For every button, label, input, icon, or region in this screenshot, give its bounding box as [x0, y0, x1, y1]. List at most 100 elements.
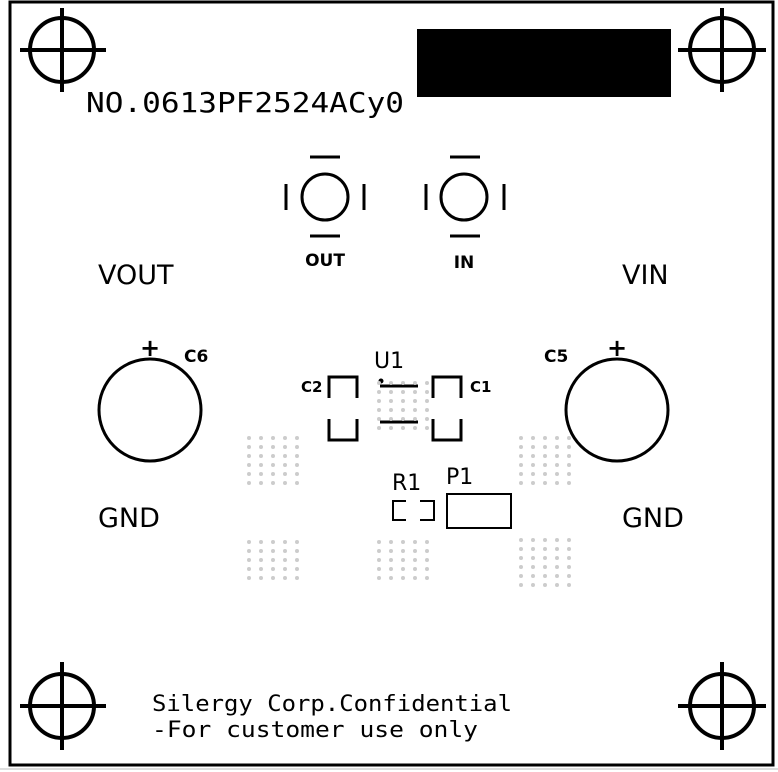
- via: [271, 558, 275, 562]
- via: [425, 549, 429, 553]
- capacitor-c5: [564, 357, 670, 463]
- via: [247, 463, 251, 467]
- via: [271, 436, 275, 440]
- footer-line-2: -For customer use only: [152, 718, 478, 743]
- via: [259, 463, 263, 467]
- via: [377, 417, 381, 421]
- via: [543, 565, 547, 569]
- via: [283, 436, 287, 440]
- via: [247, 576, 251, 580]
- via: [271, 540, 275, 544]
- via: [519, 583, 523, 587]
- via: [271, 463, 275, 467]
- via: [543, 556, 547, 560]
- via: [519, 463, 523, 467]
- via: [401, 417, 405, 421]
- board-outline: [8, 0, 775, 767]
- via: [519, 565, 523, 569]
- via: [531, 565, 535, 569]
- via: [425, 399, 429, 403]
- via: [247, 540, 251, 544]
- via: [283, 463, 287, 467]
- test-point-in-label: IN: [454, 253, 475, 273]
- via: [567, 481, 571, 485]
- via: [389, 426, 393, 430]
- capacitor-c2: [327, 375, 359, 442]
- via: [271, 445, 275, 449]
- via: [389, 549, 393, 553]
- capacitor-c5-label: C5: [544, 347, 568, 367]
- via: [389, 540, 393, 544]
- via: [413, 381, 417, 385]
- via: [567, 574, 571, 578]
- via: [295, 567, 299, 571]
- via: [413, 540, 417, 544]
- via: [401, 390, 405, 394]
- via: [247, 567, 251, 571]
- via: [543, 463, 547, 467]
- via: [567, 547, 571, 551]
- via: [567, 436, 571, 440]
- via: [555, 583, 559, 587]
- via: [531, 538, 535, 542]
- via: [519, 574, 523, 578]
- via: [271, 481, 275, 485]
- via: [531, 454, 535, 458]
- via: [377, 540, 381, 544]
- via-array: [247, 381, 571, 587]
- part-number: NO.0613PF2524ACy0: [86, 86, 404, 119]
- via: [425, 417, 429, 421]
- via: [531, 481, 535, 485]
- capacitor-c1-label: C1: [470, 378, 491, 396]
- via: [271, 576, 275, 580]
- via: [543, 538, 547, 542]
- capacitor-c1: [431, 375, 463, 442]
- via: [401, 399, 405, 403]
- via: [295, 436, 299, 440]
- via: [531, 574, 535, 578]
- via: [425, 540, 429, 544]
- via: [401, 576, 405, 580]
- via: [259, 558, 263, 562]
- capacitor-c2-label: C2: [301, 378, 322, 396]
- via: [519, 556, 523, 560]
- via: [283, 567, 287, 571]
- via: [519, 436, 523, 440]
- via: [401, 426, 405, 430]
- via: [247, 445, 251, 449]
- test-point-out: [284, 155, 366, 238]
- via: [519, 472, 523, 476]
- via: [247, 472, 251, 476]
- via: [271, 549, 275, 553]
- via: [377, 426, 381, 430]
- via: [531, 445, 535, 449]
- via: [247, 436, 251, 440]
- via: [555, 547, 559, 551]
- via: [531, 583, 535, 587]
- resistor-r1-label: R1: [392, 471, 421, 496]
- via: [543, 574, 547, 578]
- via: [425, 408, 429, 412]
- via: [283, 445, 287, 449]
- via: [531, 463, 535, 467]
- capacitor-c6-plus: +: [140, 334, 160, 362]
- via: [555, 538, 559, 542]
- via: [389, 567, 393, 571]
- via: [413, 399, 417, 403]
- via: [247, 549, 251, 553]
- via: [283, 540, 287, 544]
- via: [543, 454, 547, 458]
- via: [389, 576, 393, 580]
- via: [295, 558, 299, 562]
- via: [247, 454, 251, 458]
- mount-hole-bottom-right-icon: [678, 662, 766, 750]
- via: [377, 558, 381, 562]
- via: [519, 547, 523, 551]
- via: [519, 481, 523, 485]
- terminal-gnd-right-label: GND: [622, 503, 684, 534]
- via: [401, 567, 405, 571]
- terminal-vout-label: VOUT: [98, 260, 174, 291]
- via: [413, 558, 417, 562]
- via: [283, 472, 287, 476]
- via: [295, 540, 299, 544]
